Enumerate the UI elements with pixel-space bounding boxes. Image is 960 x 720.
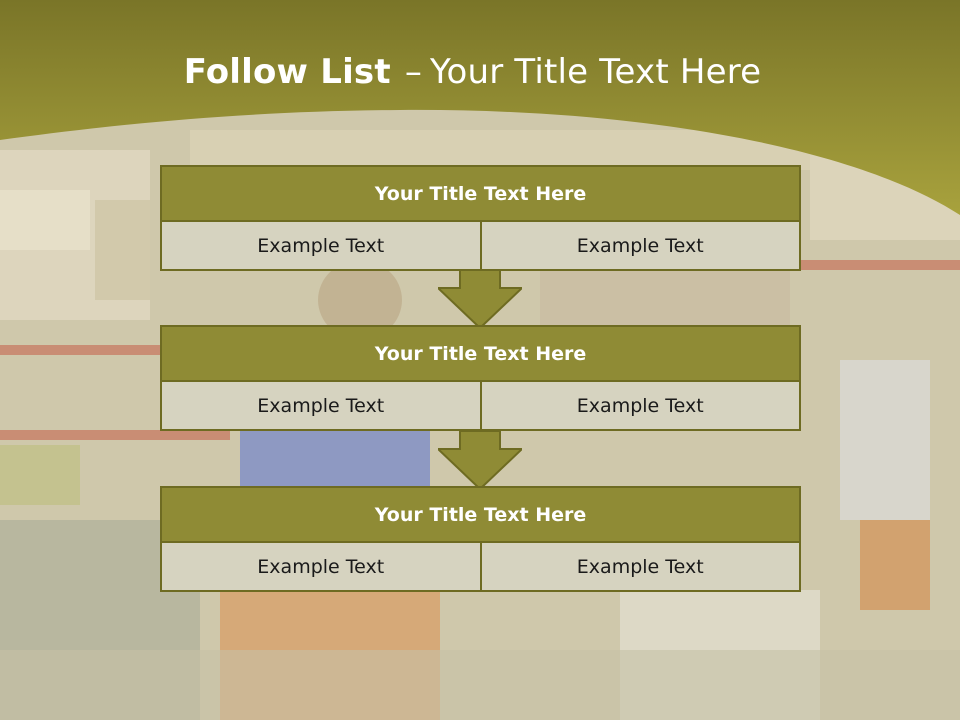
block-title: Your Title Text Here <box>160 325 801 382</box>
block-title: Your Title Text Here <box>160 486 801 543</box>
block-row: Example Text Example Text <box>160 382 801 431</box>
title-rest: Your Title Text Here <box>430 52 762 92</box>
block-cell-right: Example Text <box>479 222 799 269</box>
block-title: Your Title Text Here <box>160 165 801 222</box>
title-bold-part: Follow List <box>183 52 391 92</box>
title-dash: – <box>404 52 423 92</box>
header-band <box>0 0 960 230</box>
down-arrow-icon <box>438 431 522 489</box>
flow-block-2: Your Title Text Here Example Text Exampl… <box>160 325 801 431</box>
block-cell-right: Example Text <box>479 543 799 590</box>
block-row: Example Text Example Text <box>160 543 801 592</box>
block-cell-left: Example Text <box>162 382 480 429</box>
flow-block-3: Your Title Text Here Example Text Exampl… <box>160 486 801 592</box>
flow-block-1: Your Title Text Here Example Text Exampl… <box>160 165 801 271</box>
block-cell-left: Example Text <box>162 543 480 590</box>
slide-title: Follow List–Your Title Text Here <box>0 52 945 92</box>
block-cell-left: Example Text <box>162 222 480 269</box>
block-cell-right: Example Text <box>479 382 799 429</box>
block-row: Example Text Example Text <box>160 222 801 271</box>
down-arrow-icon <box>438 270 522 328</box>
